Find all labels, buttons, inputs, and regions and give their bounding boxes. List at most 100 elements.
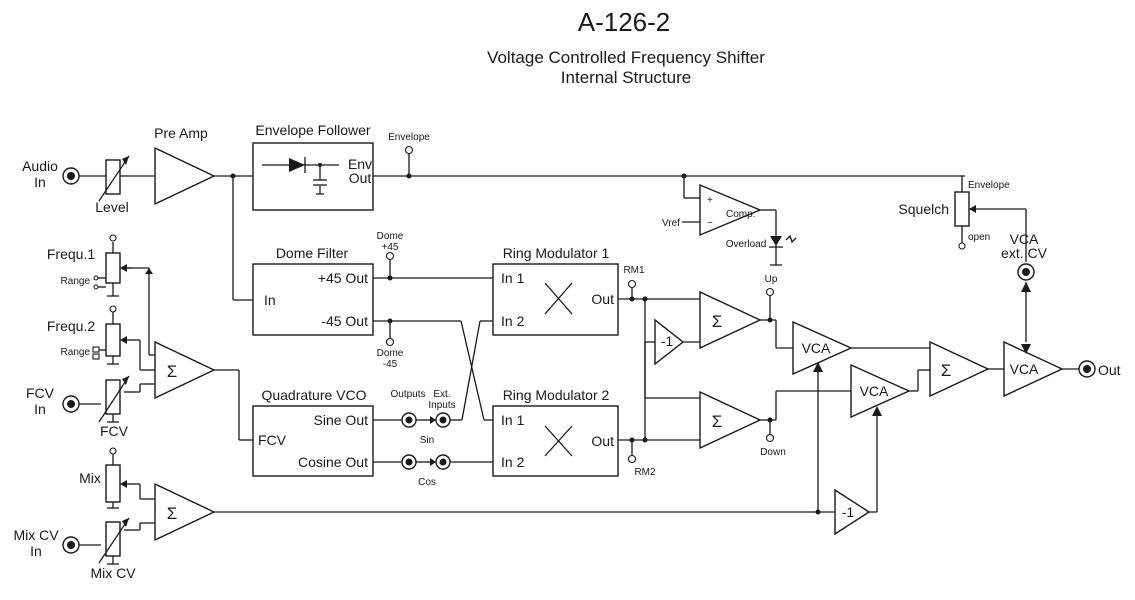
fcv-in-jack[interactable] xyxy=(62,395,80,413)
sine-ext-input-jack[interactable] xyxy=(435,412,451,428)
inverter-a-triangle xyxy=(654,318,685,366)
rm2-out-label: Out xyxy=(591,433,614,449)
mix-cv-in-jack[interactable] xyxy=(62,536,80,554)
vca-up-cv-arrow xyxy=(813,362,823,372)
signal-wires xyxy=(78,150,1079,546)
rm1-tp-label: RM1 xyxy=(623,265,645,276)
ring-modulator-2-block xyxy=(492,405,619,477)
fcv-pot[interactable] xyxy=(98,375,130,423)
comp-plus: + xyxy=(707,195,713,206)
down-summer-triangle xyxy=(699,390,762,450)
multiplier-icon xyxy=(544,282,573,315)
dome-filter-label: Dome Filter xyxy=(276,245,349,261)
ring-mod-2-label: Ring Modulator 2 xyxy=(503,387,610,403)
output-vca-cv-arrow xyxy=(1021,344,1031,354)
up-summer-triangle xyxy=(699,290,762,350)
diode-icon xyxy=(262,157,339,195)
squelch-label: Squelch xyxy=(898,201,949,217)
frequ2-top-terminal xyxy=(109,305,117,313)
dome-m45-label-2: -45 xyxy=(383,359,398,370)
fcv-in-label-2: In xyxy=(34,401,46,417)
minus45-out-label: -45 Out xyxy=(321,313,368,329)
frequ1-pot[interactable] xyxy=(105,252,121,284)
vca-ext-cv-label: VCA xyxy=(1010,231,1039,247)
sin-label: Sin xyxy=(420,435,434,446)
cosine-out-label: Cosine Out xyxy=(298,454,368,470)
ring-modulator-1-block xyxy=(492,263,619,336)
level-pot[interactable] xyxy=(98,155,130,202)
frequ1-range-arrow xyxy=(145,268,153,274)
up-summer-sigma: Σ xyxy=(712,312,723,331)
rm1-test-point xyxy=(627,279,637,289)
sine-output-jack[interactable] xyxy=(401,412,417,428)
frequ1-top-terminal xyxy=(109,234,117,242)
mix-pot[interactable] xyxy=(105,464,121,503)
audio-in-jack[interactable] xyxy=(62,167,80,185)
cos-arrow-icon xyxy=(430,458,436,466)
level-label: Level xyxy=(95,199,128,215)
dome-m45-label: Dome xyxy=(377,348,404,359)
range2-switch-icon xyxy=(92,346,106,360)
comp-label: Comp. xyxy=(726,209,755,220)
frequ2-wiper-arrow xyxy=(120,336,127,344)
fcv-in-label: FCV xyxy=(26,385,55,401)
mix-top-terminal xyxy=(109,447,117,455)
vca-down-label: VCA xyxy=(860,383,889,399)
mix-summer-sigma: Σ xyxy=(167,504,178,523)
output-summer-sigma: Σ xyxy=(941,361,952,380)
sin-arrow-icon xyxy=(430,416,436,424)
mix-cv-pot[interactable] xyxy=(98,517,130,564)
frequ1-wiper-arrow xyxy=(120,264,127,272)
ring-mod-1-label: Ring Modulator 1 xyxy=(503,245,610,261)
overload-led-icon xyxy=(769,234,797,248)
sine-out-label: Sine Out xyxy=(314,412,369,428)
dome-p45-label-2: +45 xyxy=(382,242,399,253)
multiplier-icon xyxy=(544,425,573,457)
range1-switch-icon xyxy=(93,275,106,290)
inverter-b-triangle xyxy=(834,488,871,536)
rm1-in2-label: In 2 xyxy=(501,313,525,329)
inverter-a-label: -1 xyxy=(661,333,674,349)
vca-up-label: VCA xyxy=(802,340,831,356)
out-label: Out xyxy=(1098,362,1121,378)
comparator-triangle xyxy=(699,183,762,237)
freq-summer-triangle xyxy=(154,340,216,400)
cos-label: Cos xyxy=(418,477,436,488)
cosine-output-jack[interactable] xyxy=(401,454,417,470)
mix-summer-triangle xyxy=(154,482,216,542)
mix-cv-pot-label: Mix CV xyxy=(90,565,136,581)
cosine-ext-input-jack[interactable] xyxy=(435,454,451,470)
vref-label: Vref xyxy=(662,218,680,229)
vca-down-cv-arrow xyxy=(872,406,882,416)
squelch-cv-arrow xyxy=(1021,282,1031,292)
output-vca-triangle xyxy=(1003,340,1064,398)
vca-ext-cv-jack[interactable] xyxy=(1017,263,1035,281)
rm1-in1-label: In 1 xyxy=(501,270,525,286)
rm1-out-label: Out xyxy=(591,291,614,307)
squelch-pot xyxy=(954,191,970,227)
mix-label: Mix xyxy=(79,470,101,486)
out-jack[interactable] xyxy=(1078,360,1096,378)
squelch-wiper-arrow xyxy=(969,205,976,213)
rm2-tp-label: RM2 xyxy=(634,467,656,478)
freq-summer-sigma: Σ xyxy=(167,362,178,381)
dome-in-label: In xyxy=(264,292,276,308)
overload-label: Overload xyxy=(726,239,767,250)
up-test-point xyxy=(765,287,775,297)
frequ2-pot[interactable] xyxy=(105,323,121,357)
env-out-label: Env xyxy=(348,156,372,172)
range1-label: Range xyxy=(61,276,91,287)
envelope-follower-block xyxy=(252,142,374,211)
inverter-b-label: -1 xyxy=(842,504,855,520)
outputs-label: Outputs xyxy=(390,389,425,400)
rm2-in2-label: In 2 xyxy=(501,454,525,470)
quadrature-vco-block xyxy=(252,405,374,477)
pre-amp-triangle xyxy=(154,146,216,206)
range2-label: Range xyxy=(61,347,91,358)
envelope-test-point xyxy=(404,145,414,155)
envelope-follower-label: Envelope Follower xyxy=(255,122,371,138)
quad-vco-label: Quadrature VCO xyxy=(261,387,366,403)
audio-in-label: Audio xyxy=(22,158,58,174)
down-test-point xyxy=(765,433,775,443)
envelope-tp-label: Envelope xyxy=(388,132,430,143)
